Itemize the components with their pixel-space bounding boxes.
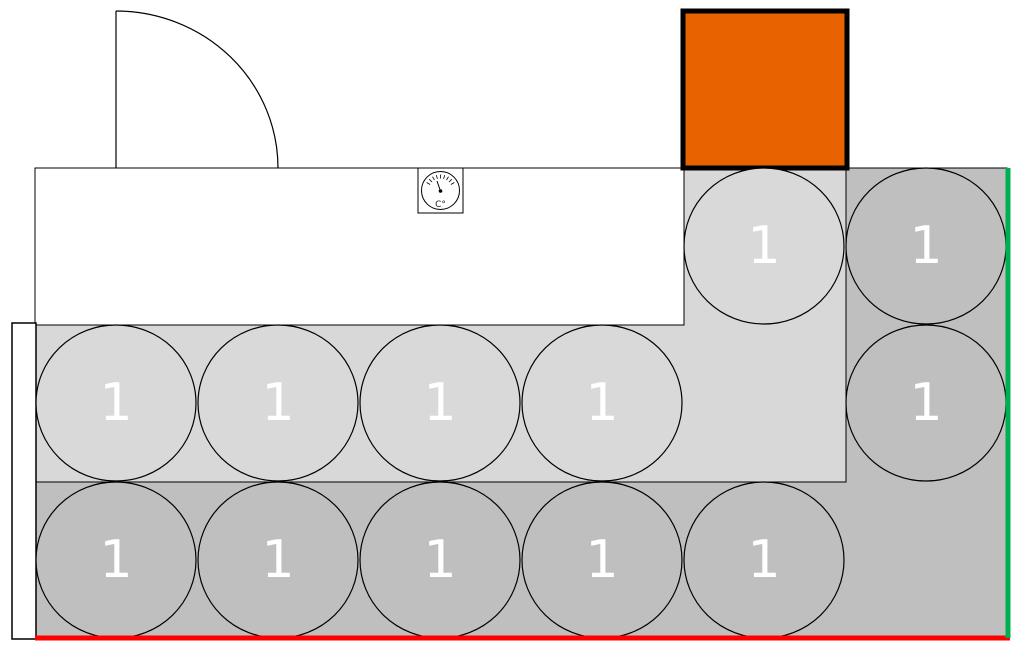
drum-label: 1	[261, 530, 294, 590]
thermometer-unit-label: C°	[435, 200, 446, 210]
drum-layer: 1 1 1 1 1 1 1 1 1 1 1 1	[35, 167, 1007, 639]
drum-4: 1	[35, 324, 197, 482]
open-floor-area	[34, 167, 685, 326]
drum-12: 1	[683, 481, 845, 639]
drum-label: 1	[99, 373, 132, 433]
drum-label: 1	[747, 530, 780, 590]
drum-label: 1	[747, 216, 780, 276]
drum-5: 1	[197, 324, 359, 482]
drum-3: 1	[845, 324, 1007, 482]
drum-8: 1	[35, 481, 197, 639]
drum-1: 1	[683, 167, 845, 325]
drum-circle	[521, 324, 683, 482]
thermometer-gauge-icon: C°	[417, 167, 464, 214]
drum-7: 1	[521, 324, 683, 482]
drum-2: 1	[845, 167, 1007, 325]
drum-label: 1	[585, 373, 618, 433]
drum-10: 1	[359, 481, 521, 639]
drum-label: 1	[909, 216, 942, 276]
drum-label: 1	[909, 373, 942, 433]
orange-equipment-box	[680, 8, 850, 171]
drum-6: 1	[359, 324, 521, 482]
drum-11: 1	[521, 481, 683, 639]
drum-label: 1	[423, 373, 456, 433]
drum-label: 1	[261, 373, 294, 433]
door-swing-icon	[115, 10, 279, 169]
drum-circle	[359, 324, 521, 482]
drum-label: 1	[585, 530, 618, 590]
drum-circle	[197, 324, 359, 482]
drum-9: 1	[197, 481, 359, 639]
drum-label: 1	[99, 530, 132, 590]
drum-circle	[683, 167, 845, 325]
left-wall-panel	[11, 322, 37, 640]
drum-circle	[35, 324, 197, 482]
drum-label: 1	[423, 530, 456, 590]
